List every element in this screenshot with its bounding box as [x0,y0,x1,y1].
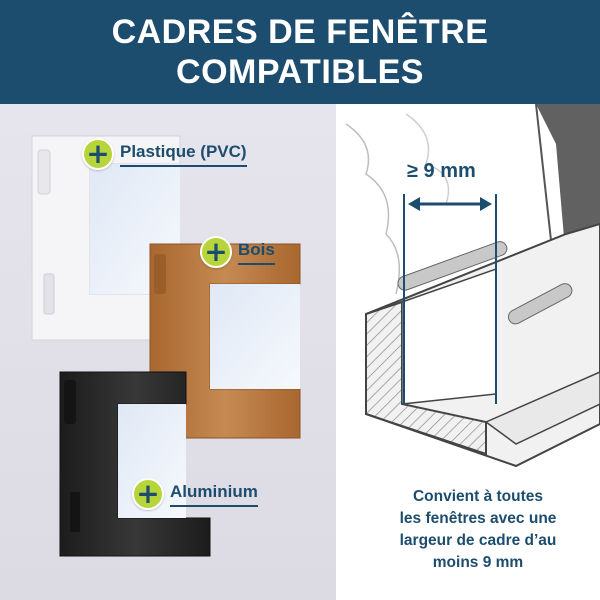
badge-wood: + Bois [200,236,275,268]
badge-aluminium: + Aluminium [132,478,258,510]
plus-icon: + [132,478,164,510]
title-line-2: COMPATIBLES [176,53,424,91]
caption-line-2: les fenêtres avec une [399,510,557,527]
measure-label: ≥ 9 mm [407,160,476,182]
compatibility-caption: Convient à toutes les fenêtres avec une … [356,486,600,574]
badge-wood-label: Bois [238,240,275,265]
badge-pvc: + Plastique (PVC) [82,138,247,170]
frame-cross-section-diagram [345,104,600,468]
badge-pvc-label: Plastique (PVC) [120,142,247,167]
title-line-1: CADRES DE FENÊTRE [111,13,489,51]
caption-line-4: moins 9 mm [432,554,524,571]
caption-line-1: Convient à toutes [412,488,544,505]
window-frames-illustration [31,135,301,557]
caption-line-3: largeur de cadre d’au [399,532,557,549]
badge-aluminium-label: Aluminium [170,482,258,507]
plus-icon: + [82,138,114,170]
title-banner: CADRES DE FENÊTRE COMPATIBLES [0,0,600,104]
plus-icon: + [200,236,232,268]
pvc-frame [31,135,201,341]
